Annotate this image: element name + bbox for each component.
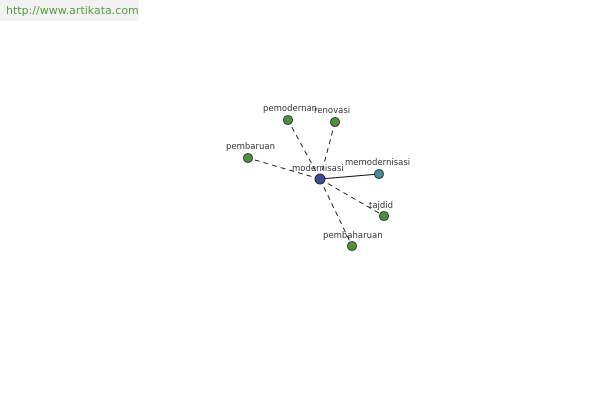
node-label-memodernisasi[interactable]: memodernisasi — [345, 158, 410, 168]
node-pembaruan[interactable] — [243, 153, 253, 163]
center-label-modernisasi[interactable]: modernisasi — [292, 164, 344, 174]
node-label-pemodernan[interactable]: pemodernan — [263, 104, 317, 114]
edges-group — [247, 119, 385, 247]
node-label-renovasi[interactable]: renovasi — [314, 106, 350, 116]
node-pembaharuan[interactable] — [347, 241, 357, 251]
node-label-pembaruan[interactable]: pembaruan — [226, 142, 275, 152]
center-node-modernisasi[interactable] — [314, 173, 326, 185]
edge-renovasi — [319, 121, 336, 180]
source-link[interactable]: http://www.artikata.com — [6, 4, 139, 17]
edge-pembaruan — [247, 157, 321, 180]
source-bar: http://www.artikata.com — [0, 0, 139, 21]
edge-pemodernan — [287, 119, 321, 180]
node-pemodernan[interactable] — [283, 115, 293, 125]
node-tajdid[interactable] — [379, 211, 389, 221]
edge-pembaharuan — [319, 178, 353, 247]
edge-tajdid — [319, 178, 385, 217]
node-renovasi[interactable] — [330, 117, 340, 127]
node-memodernisasi[interactable] — [374, 169, 384, 179]
node-label-pembaharuan[interactable]: pembaharuan — [323, 231, 383, 241]
edge-memodernisasi — [319, 173, 380, 180]
nodes-group — [243, 115, 389, 251]
node-label-tajdid[interactable]: tajdid — [369, 201, 393, 211]
